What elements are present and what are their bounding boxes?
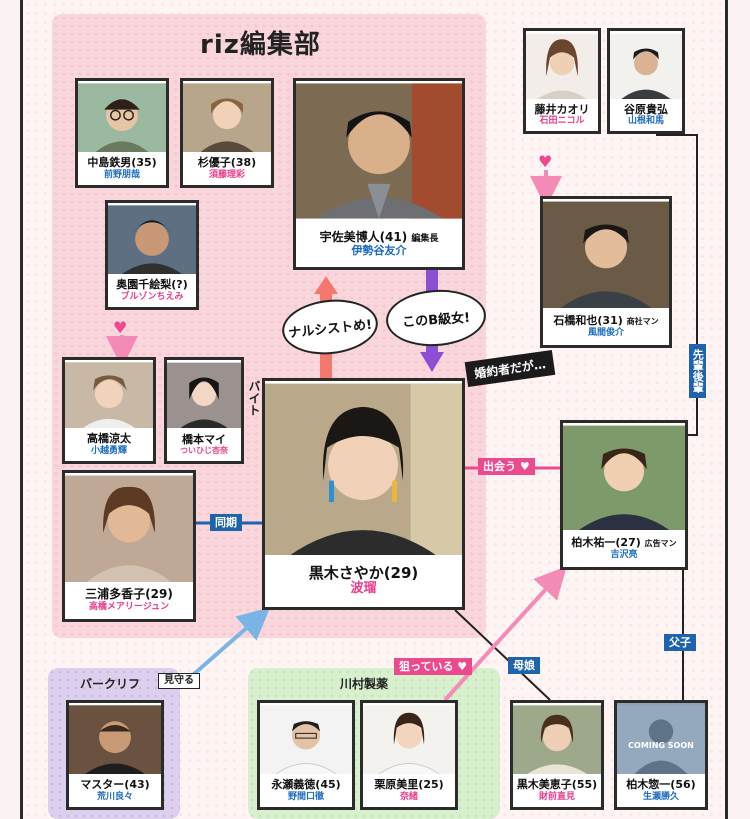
photo-kashiwagi	[563, 423, 685, 533]
actor-usami: 伊勢谷友介	[351, 243, 407, 257]
card-kuroki: 黒木さやか(29)波瑠	[262, 378, 465, 610]
relation-baito: バイト	[247, 380, 261, 416]
card-nakajima: 中島鉄男(35)前野朋哉	[75, 78, 169, 188]
actor-okuzono: ブルゾンちえみ	[120, 291, 184, 302]
name-master: マスター(43)	[80, 778, 150, 791]
card-okuzono: 奥園千絵梨(?)ブルゾンちえみ	[105, 200, 199, 310]
name-kashiwagi: 柏木祐一(27) 広告マン	[563, 536, 685, 550]
photo-takahashi	[65, 360, 153, 431]
name-miura: 三浦多香子(29)	[85, 587, 173, 602]
group-title-bar: バークリフ	[80, 677, 141, 691]
relation-mimamoru: 見守る	[158, 673, 200, 689]
actor-miura: 高橋メアリージュン	[88, 602, 170, 613]
role-usami: 編集長	[411, 233, 439, 244]
card-kashiwagi-soichi: COMING SOON 柏木惣一(56)生瀬勝久	[614, 700, 708, 810]
actor-kurihara: 奈緒	[399, 791, 418, 802]
actor-kuroki: 波瑠	[350, 581, 377, 597]
name-ishibashi-text: 石橋和也(31)	[553, 314, 623, 327]
photo-kuroki	[265, 381, 462, 559]
actor-sugi: 須藤理彩	[208, 169, 245, 180]
photo-fujii	[526, 31, 598, 102]
actor-tanihara: 山根和馬	[627, 116, 664, 127]
actor-fujii: 石田ニコル	[539, 116, 585, 127]
relation-senpai: 先輩後輩	[689, 344, 707, 398]
card-kashiwagi: 柏木祐一(27) 広告マン吉沢亮	[560, 420, 688, 570]
card-kurihara: 栗原美里(25)奈緒	[360, 700, 458, 810]
photo-nakajima	[78, 81, 166, 155]
card-ishibashi: 石橋和也(31) 商社マン風間俊介	[540, 196, 672, 348]
photo-kuroki-mieko	[513, 703, 601, 777]
relation-deau-text: 出会う	[483, 460, 516, 473]
heart-icon: ♥	[519, 460, 530, 473]
actor-ishibashi: 風間俊介	[587, 327, 624, 338]
photo-kashiwagi-soichi: COMING SOON	[617, 703, 705, 777]
name-kashiwagi-soichi: 柏木惣一(56)	[626, 778, 696, 791]
name-sugi: 杉優子(38)	[197, 156, 257, 169]
name-fujii: 藤井カオリ	[534, 102, 590, 116]
heart-icon: ♥	[457, 660, 468, 673]
photo-master	[69, 703, 161, 777]
actor-kashiwagi: 吉沢亮	[610, 549, 638, 560]
name-ishibashi: 石橋和也(31) 商社マン	[543, 314, 669, 328]
heart-icon: ♥	[538, 152, 553, 171]
card-tanihara: 谷原貴弘山根和馬	[607, 28, 685, 134]
group-title-riz: riz編集部	[200, 30, 321, 60]
role-kashiwagi: 広告マン	[644, 539, 677, 548]
group-title-kawamura: 川村製薬	[340, 677, 389, 691]
photo-sugi	[183, 81, 271, 155]
name-nagase: 永瀬義徳(45)	[271, 778, 341, 791]
relation-neratteiru: 狙っている ♥	[394, 658, 473, 676]
card-takahashi: 高橋涼太小越勇輝	[62, 357, 156, 464]
actor-nakajima: 前野朋哉	[103, 169, 140, 180]
actor-kashiwagi-soichi: 生瀬勝久	[642, 791, 679, 802]
name-nakajima: 中島鉄男(35)	[87, 156, 157, 169]
card-kuroki-mieko: 黒木美恵子(55)財前直見	[510, 700, 604, 810]
name-takahashi: 高橋涼太	[87, 432, 131, 445]
name-okuzono: 奥園千絵梨(?)	[116, 278, 188, 291]
name-usami-text: 宇佐美博人(41)	[319, 229, 408, 244]
heart-icon: ♥	[113, 318, 128, 337]
name-kuroki: 黒木さやか(29)	[308, 563, 419, 582]
photo-hashimoto	[167, 360, 241, 431]
relation-fushi: 父子	[664, 634, 696, 652]
photo-miura	[65, 473, 193, 585]
actor-kuroki-mieko: 財前直見	[538, 791, 575, 802]
card-usami: 宇佐美博人(41) 編集長伊勢谷友介	[293, 78, 465, 270]
coming-soon-text: COMING SOON	[628, 741, 694, 750]
actor-takahashi: 小越勇輝	[90, 445, 127, 456]
photo-usami	[296, 81, 462, 221]
card-miura: 三浦多香子(29)高橋メアリージュン	[62, 470, 196, 622]
name-hashimoto: 橋本マイ	[182, 432, 226, 446]
name-tanihara: 谷原貴弘	[624, 102, 668, 116]
actor-master: 荒川良々	[96, 791, 133, 802]
role-ishibashi: 商社マン	[626, 317, 659, 326]
photo-kurihara	[363, 703, 455, 777]
photo-okuzono	[108, 203, 196, 277]
card-sugi: 杉優子(38)須藤理彩	[180, 78, 274, 188]
photo-nagase	[260, 703, 352, 777]
name-kuroki-mieko: 黒木美恵子(55)	[516, 778, 598, 791]
card-fujii: 藤井カオリ石田ニコル	[523, 28, 601, 134]
relation-boyo: 母娘	[508, 657, 540, 675]
relation-neratteiru-text: 狙っている	[399, 660, 454, 673]
card-master: マスター(43)荒川良々	[66, 700, 164, 810]
card-nagase: 永瀬義徳(45)野間口徹	[257, 700, 355, 810]
photo-ishibashi	[543, 199, 669, 311]
name-kashiwagi-text: 柏木祐一(27)	[571, 536, 641, 549]
photo-tanihara	[610, 31, 682, 102]
actor-hashimoto: ついひじ杏奈	[180, 446, 228, 456]
name-kurihara: 栗原美里(25)	[374, 778, 444, 791]
actor-nagase: 野間口徹	[287, 791, 324, 802]
name-usami: 宇佐美博人(41) 編集長	[296, 229, 462, 245]
relation-deau: 出会う ♥	[478, 458, 535, 476]
relation-douki: 同期	[210, 514, 242, 532]
card-hashimoto: 橋本マイついひじ杏奈	[164, 357, 244, 464]
